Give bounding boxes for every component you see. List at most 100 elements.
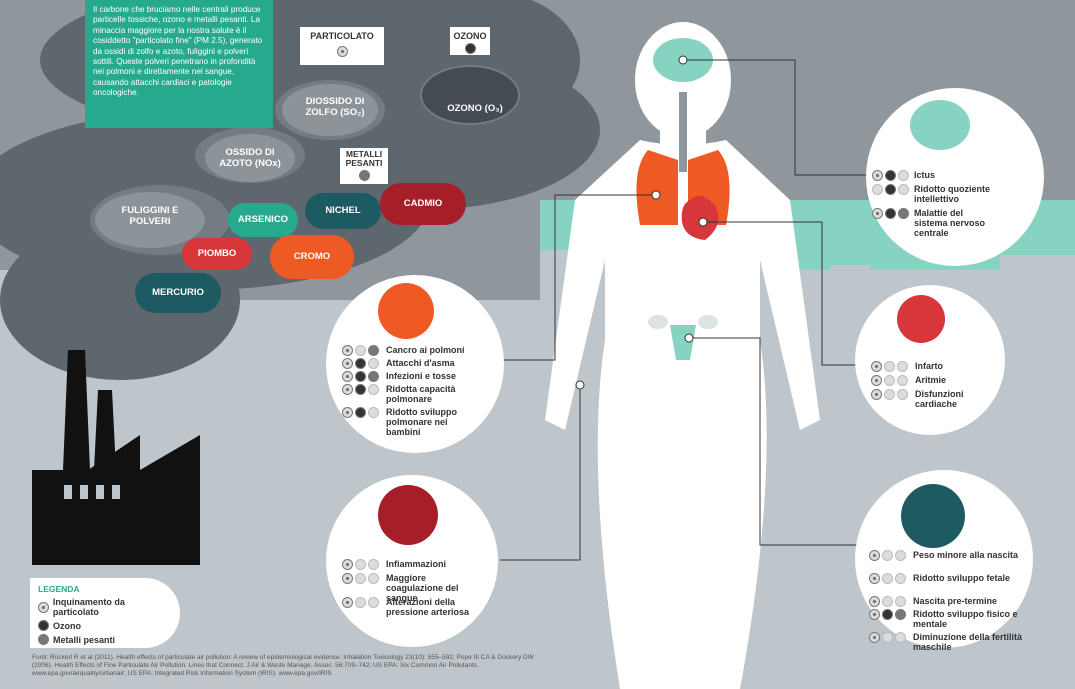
sign-particolato: PARTICOLATO: [300, 27, 384, 65]
baby_effects-item-2: Nascita pre-termine: [913, 596, 998, 606]
inactive-icon: [897, 389, 908, 400]
heart-illustration: [681, 196, 719, 240]
heart_effects-item-2: Disfunzioni cardiache: [915, 389, 964, 409]
inactive-icon: [895, 596, 906, 607]
particulate-icon: [336, 46, 348, 57]
inactive-icon: [895, 550, 906, 561]
particulate-icon: [869, 632, 880, 643]
inactive-icon: [882, 632, 893, 643]
cloud-ossido: OSSIDO DI AZOTO (NOx): [219, 147, 281, 169]
particulate-icon: [869, 609, 880, 620]
particulate-icon: [871, 389, 882, 400]
lung_effects-item-0: Cancro ai polmoni: [386, 345, 465, 355]
legend-item-2: Metalli pesanti: [38, 634, 172, 645]
cloud-piombo: PIOMBO: [182, 238, 252, 270]
ozone-icon: [882, 609, 893, 620]
inactive-icon: [355, 597, 366, 608]
intro-text: Il carbone che bruciamo nelle centrali p…: [93, 5, 263, 98]
heavy-metal-icon: [38, 634, 49, 645]
lung_effects-item-4: Ridotto sviluppo polmonare nei bambini: [386, 407, 457, 437]
blood_effects-item-2: Alterazioni della pressione arteriosa: [386, 597, 470, 617]
inactive-icon: [897, 375, 908, 386]
ozone-icon: [355, 384, 366, 395]
inactive-icon: [898, 170, 909, 181]
ozone-icon: [355, 371, 366, 382]
lung_effects-item-1: Attacchi d'asma: [386, 358, 455, 368]
inactive-icon: [884, 361, 895, 372]
baby_effects-icons-1: [869, 573, 906, 584]
inactive-icon: [884, 389, 895, 400]
brain_effects-item-2: Malattie del sistema nervoso centrale: [914, 208, 986, 238]
heavy-metal-icon: [895, 609, 906, 620]
sign-particolato-label: PARTICOLATO: [310, 31, 374, 41]
brain_effects-item-1: Ridotto quoziente intellettivo: [914, 184, 990, 204]
cloud-fuliggini: FULIGGINI E POLVERI: [121, 205, 179, 227]
blood_effects-icons-0: [342, 559, 379, 570]
baby_effects-item-3: Ridotto sviluppo fisico e mentale: [913, 609, 1018, 629]
particulate-icon: [871, 361, 882, 372]
lung_effects-icons-1: [342, 358, 379, 369]
particulate-icon: [38, 601, 49, 613]
lung_effects-icons-4: [342, 407, 379, 418]
brain_effects-icons-0: [872, 170, 909, 181]
inactive-icon: [882, 573, 893, 584]
heavy-metal-icon: [368, 345, 379, 356]
ozone-icon: [38, 620, 49, 631]
cloud-nichel: NICHEL: [305, 193, 381, 229]
factory-silhouette: [32, 350, 200, 565]
inactive-icon: [355, 345, 366, 356]
cloud-cadmio: CADMIO: [380, 183, 466, 225]
legend-item-0: Inquinamento da particolato: [38, 597, 172, 617]
blood_effects-item-1: Maggiore coagulazione del sangue: [386, 573, 459, 603]
brain_effects-icons-1: [872, 184, 909, 195]
sign-metalli-label: METALLI PESANTI: [345, 149, 383, 168]
baby_effects-icons-2: [869, 596, 906, 607]
heavy-metal-icon: [898, 208, 909, 219]
heart_effects-icons-2: [871, 389, 908, 400]
ozone-icon: [885, 208, 896, 219]
brain_effects-item-0: Ictus: [914, 170, 936, 180]
inactive-icon: [872, 184, 883, 195]
inactive-icon: [884, 375, 895, 386]
inactive-icon: [895, 632, 906, 643]
particulate-icon: [872, 208, 883, 219]
lung_effects-item-2: Infezioni e tosse: [386, 371, 457, 381]
blood_effects-icons-1: [342, 573, 379, 584]
inactive-icon: [895, 573, 906, 584]
baby_effects-icons-4: [869, 632, 906, 643]
baby_effects-icons-3: [869, 609, 906, 620]
particulate-icon: [342, 573, 353, 584]
cloud-ozono: OZONO (O₃): [447, 103, 503, 114]
inactive-icon: [882, 550, 893, 561]
cloud-cromo: CROMO: [270, 235, 354, 279]
particulate-icon: [342, 597, 353, 608]
sign-ozono: OZONO: [450, 27, 490, 55]
lung_effects-icons-3: [342, 384, 379, 395]
particulate-icon: [869, 550, 880, 561]
heart_effects-icons-0: [871, 361, 908, 372]
heavy-metal-icon: [358, 170, 370, 181]
ozone-icon: [885, 184, 896, 195]
baby_effects-item-0: Peso minore alla nascita: [913, 550, 1019, 560]
brain-icon: [910, 100, 970, 150]
heart_effects-item-1: Aritmie: [915, 375, 947, 385]
inactive-icon: [368, 573, 379, 584]
legend-title: LEGENDA: [38, 584, 80, 594]
inactive-icon: [368, 384, 379, 395]
baby_effects-item-4: Diminuzione della fertilità maschile: [913, 632, 1023, 652]
cloud-mercurio: MERCURIO: [135, 273, 221, 313]
legend-item-label: Ozono: [53, 620, 81, 631]
legend-item-label: Metalli pesanti: [53, 634, 116, 645]
sources-text: Fonti: Rückerl R et al (2011). Health ef…: [32, 654, 534, 677]
lungs-icon: [378, 283, 434, 339]
inactive-icon: [882, 596, 893, 607]
inactive-icon: [897, 361, 908, 372]
sign-ozono-label: OZONO: [453, 31, 487, 41]
lung_effects-icons-2: [342, 371, 379, 382]
blood_effects-item-0: Infiammazioni: [386, 559, 447, 569]
